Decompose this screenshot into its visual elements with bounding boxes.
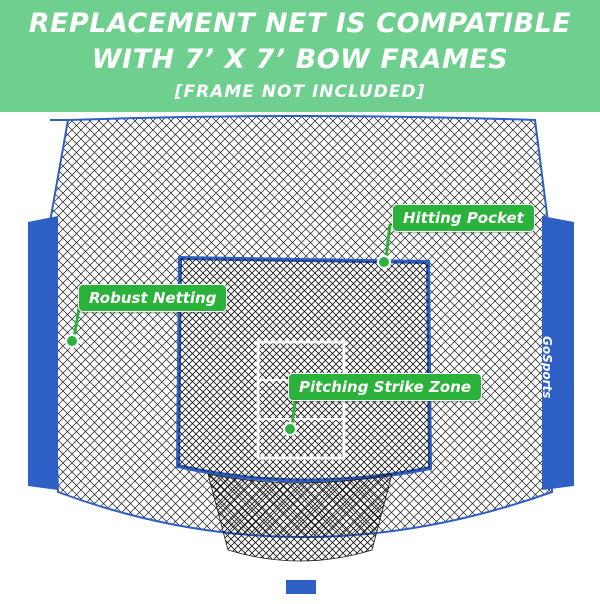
left-side-sleeve: [28, 216, 58, 490]
pocket-bag: [207, 473, 393, 562]
product-image: Hitting Pocket Robust Netting Pitching S…: [0, 112, 600, 600]
net-illustration: [28, 115, 574, 594]
callout-strike-zone: Pitching Strike Zone: [288, 373, 483, 401]
header-banner: REPLACEMENT NET IS COMPATIBLE WITH 7’ X …: [0, 0, 600, 112]
right-side-sleeve: [542, 216, 574, 490]
callout-robust-netting: Robust Netting: [78, 284, 228, 312]
brand-logo-right: GoSports: [540, 336, 554, 399]
banner-subtext: [FRAME NOT INCLUDED]: [174, 82, 426, 102]
callout-hitting-pocket: Hitting Pocket: [392, 204, 535, 232]
banner-headline-line2: WITH 7’ X 7’ BOW FRAMES: [91, 44, 509, 75]
bottom-tab: [286, 580, 316, 594]
brand-logo-left: GoSports: [4, 295, 18, 358]
banner-headline-line1: REPLACEMENT NET IS COMPATIBLE: [28, 8, 572, 39]
